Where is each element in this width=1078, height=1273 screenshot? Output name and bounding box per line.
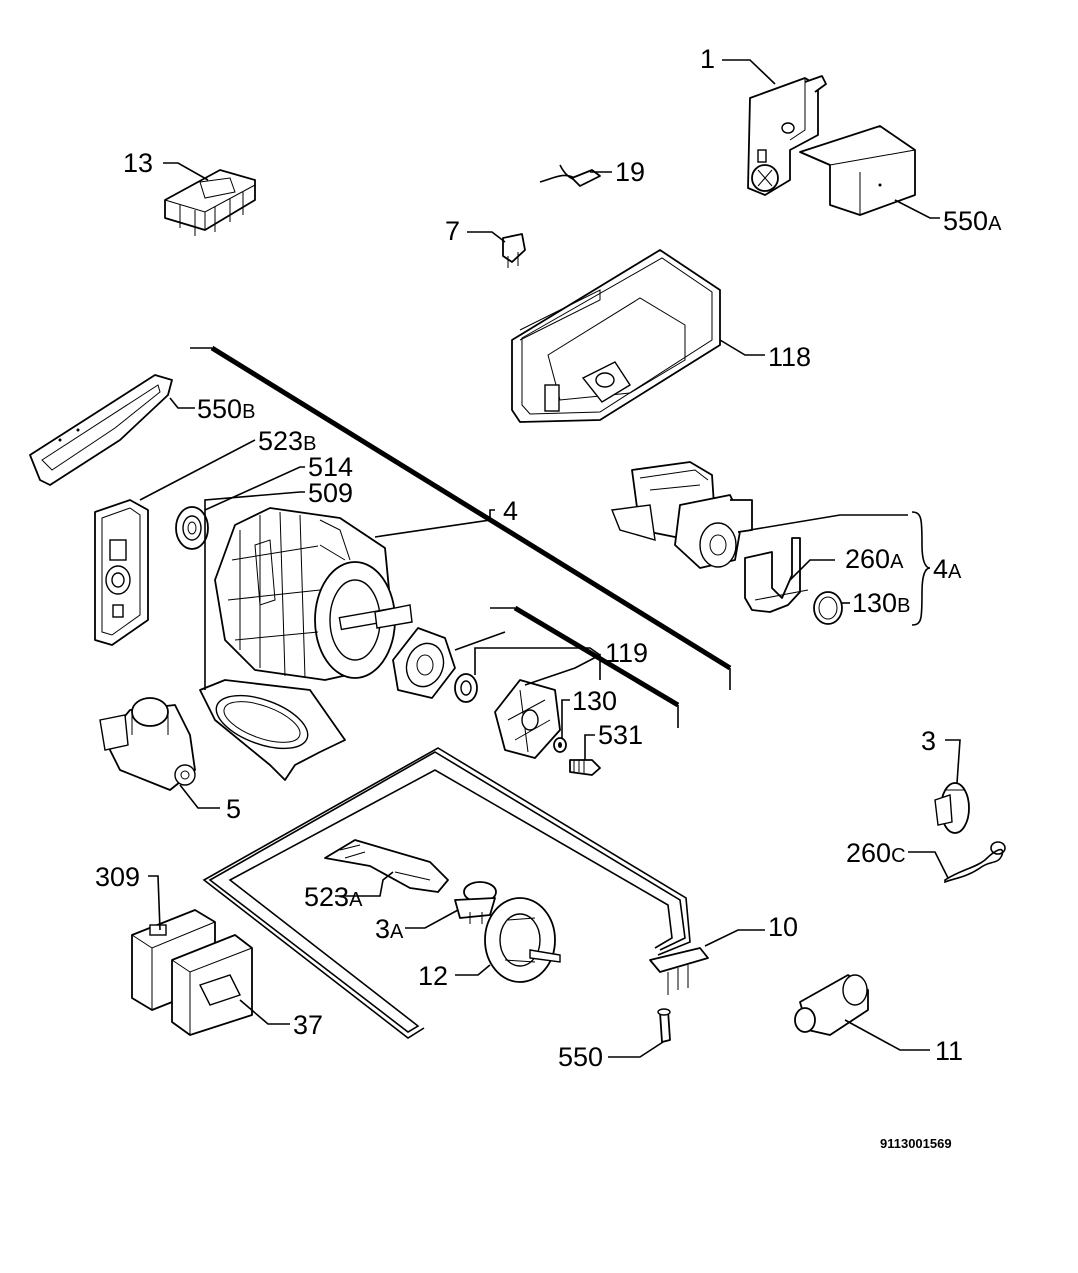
label-523A: 523A (304, 882, 363, 912)
part-13-connector (164, 169, 256, 236)
part-10-heater (202, 747, 709, 1039)
part-119-pump-components (392, 627, 561, 759)
part-509-gasket (199, 679, 346, 781)
label-7: 7 (445, 216, 460, 246)
label-5: 5 (226, 794, 241, 824)
part-12-motor (484, 897, 561, 983)
part-523B-panel (94, 499, 149, 646)
part-5-valve (99, 697, 196, 791)
part-550A-box (799, 125, 916, 216)
label-19: 19 (615, 157, 645, 187)
label-3A: 3A (375, 914, 404, 944)
part-260A-bracket (744, 537, 809, 613)
part-260C-chain (944, 841, 1006, 884)
part-118-dispenser (511, 249, 721, 423)
label-514: 514 (308, 452, 353, 482)
part-1-timer (747, 75, 827, 196)
label-1: 1 (700, 44, 715, 74)
leader-lines (139, 59, 961, 1058)
label-3: 3 (921, 726, 936, 756)
label-13: 13 (123, 148, 153, 178)
group-brace (911, 511, 931, 626)
label-550: 550 (558, 1042, 603, 1072)
label-12: 12 (418, 961, 448, 991)
part-550B-rail (29, 374, 173, 486)
part-509-motor (214, 507, 413, 681)
part-19-sensor (539, 164, 601, 187)
part-130-nut (553, 737, 567, 753)
part-130B-oring (813, 591, 843, 625)
part-3-valve (934, 782, 970, 834)
label-509: 509 (308, 478, 353, 508)
document-number: 9113001569 (880, 1136, 952, 1151)
label-130: 130 (572, 686, 617, 716)
label-10: 10 (768, 912, 798, 942)
part-523A-plate (324, 839, 449, 893)
label-523B: 523B (258, 426, 316, 456)
label-309: 309 (95, 862, 140, 892)
part-4A-pump (611, 461, 753, 569)
label-550A: 550A (943, 206, 1002, 236)
part-37-box (171, 934, 253, 1036)
label-531: 531 (598, 720, 643, 750)
part-3A-thermostat (454, 881, 497, 924)
label-130B: 130B (852, 588, 910, 618)
part-11-capacitor (794, 974, 869, 1036)
part-514-seal (175, 506, 209, 550)
part-7-clip (502, 233, 526, 268)
part-4-bracket-line (190, 345, 732, 690)
label-4: 4 (503, 496, 518, 526)
label-260C: 260C (846, 838, 906, 868)
label-4A: 4A (933, 554, 962, 584)
label-37: 37 (293, 1010, 323, 1040)
part-531-screw (569, 759, 601, 776)
label-119: 119 (605, 638, 648, 668)
label-11: 11 (935, 1036, 963, 1066)
part-labels: 1 550A 13 19 7 118 550B 523B 514 509 4 2… (95, 44, 1002, 1072)
label-550B: 550B (197, 394, 255, 424)
label-118: 118 (768, 342, 811, 372)
part-550-pin (657, 1008, 671, 1043)
label-260A: 260A (845, 544, 904, 574)
